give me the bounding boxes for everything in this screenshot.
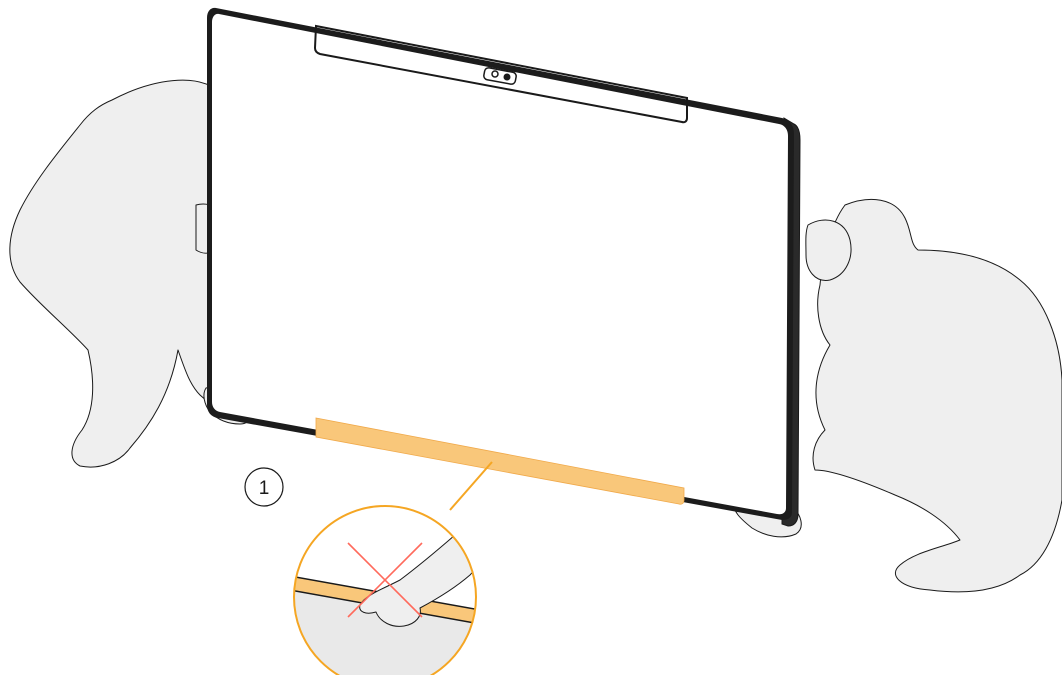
wall-display-icon — [207, 7, 801, 527]
camera-icon — [483, 67, 517, 85]
bottom-edge-highlight — [315, 417, 685, 505]
cross-out-icon — [347, 542, 423, 618]
callout-magnifier — [293, 505, 477, 675]
step-marker-label: 1 — [259, 478, 270, 499]
callout-leader — [449, 461, 493, 511]
step-marker: 1 — [244, 467, 284, 507]
